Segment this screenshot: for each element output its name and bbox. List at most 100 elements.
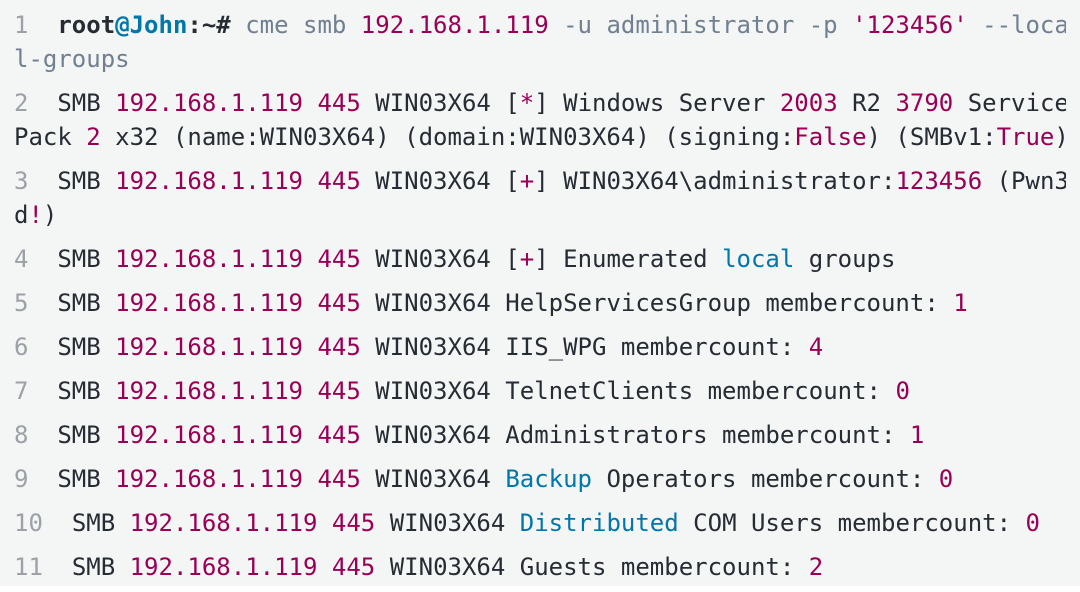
code-token: WIN03X64 [ <box>360 245 520 273</box>
code-token: 192.168.1.119 <box>115 289 303 317</box>
code-token: cme smb <box>245 11 361 39</box>
code-token: 192.168.1.119 <box>129 509 318 537</box>
code-token <box>303 333 317 361</box>
terminal-line-row: 5 SMB 192.168.1.119 445 WIN03X64 HelpSer… <box>14 286 1066 320</box>
code-token: x32 (name:WIN03X64) (domain:WIN03X64) (s… <box>100 123 795 151</box>
code-token: Distributed <box>519 509 679 537</box>
line-number: 3 <box>14 167 29 195</box>
terminal-line: 7 SMB 192.168.1.119 445 WIN03X64 TelnetC… <box>14 374 1066 408</box>
code-token: 192.168.1.119 <box>129 553 318 581</box>
code-token: + <box>519 245 535 273</box>
code-token: 123456 <box>895 167 983 195</box>
code-token: '123456' <box>852 11 968 39</box>
code-token: WIN03X64 <box>375 509 520 537</box>
code-token: root <box>57 11 116 39</box>
code-token: * <box>519 89 535 117</box>
code-token: 445 <box>317 333 361 361</box>
terminal-line-wrap: l-groups <box>14 42 1066 76</box>
code-token: SMB <box>57 289 116 317</box>
code-token: 192.168.1.119 <box>115 377 303 405</box>
line-number: 5 <box>14 289 29 317</box>
code-token: 1 <box>953 289 968 317</box>
code-token: SMB <box>71 509 130 537</box>
terminal-line: 3 SMB 192.168.1.119 445 WIN03X64 [+] WIN… <box>14 164 1066 232</box>
code-token: :~# <box>187 11 246 39</box>
code-token <box>317 509 331 537</box>
code-token: ) <box>1054 123 1066 151</box>
code-token: ] Enumerated <box>534 245 723 273</box>
code-token: SMB <box>57 421 116 449</box>
line-number: 9 <box>14 465 29 493</box>
terminal-line: 6 SMB 192.168.1.119 445 WIN03X64 IIS_WPG… <box>14 330 1066 364</box>
code-token: SMB <box>57 245 116 273</box>
code-token <box>303 89 317 117</box>
code-token: 445 <box>317 421 361 449</box>
code-token <box>303 465 317 493</box>
line-number: 7 <box>14 377 29 405</box>
code-token: 0 <box>1025 509 1040 537</box>
code-token: 192.168.1.119 <box>115 333 303 361</box>
code-token <box>317 553 331 581</box>
code-token: (Pwn3 <box>982 167 1066 195</box>
code-token: Service <box>953 89 1066 117</box>
code-token: 445 <box>317 465 361 493</box>
code-token: 445 <box>317 245 361 273</box>
code-token: 445 <box>317 377 361 405</box>
line-number: 10 <box>14 509 43 537</box>
code-token <box>303 245 317 273</box>
code-token: 445 <box>331 509 376 537</box>
line-number: 4 <box>14 245 29 273</box>
code-token: SMB <box>57 167 116 195</box>
code-token: local <box>722 245 795 273</box>
code-token: COM Users membercount: <box>678 509 1026 537</box>
code-token: d <box>14 201 29 229</box>
code-token: 445 <box>317 289 361 317</box>
line-number: 8 <box>14 421 29 449</box>
code-token: 1 <box>909 421 925 449</box>
terminal-line: 11 SMB 192.168.1.119 445 WIN03X64 Guests… <box>14 550 1066 584</box>
terminal-line-row: 3 SMB 192.168.1.119 445 WIN03X64 [+] WIN… <box>14 164 1066 198</box>
code-token: SMB <box>57 333 116 361</box>
code-token: ) (SMBv1: <box>866 123 997 151</box>
code-token: WIN03X64 Administrators membercount: <box>360 421 910 449</box>
terminal-line-row: 1 root@John:~# cme smb 192.168.1.119 -u … <box>14 8 1066 42</box>
code-token: 2003 <box>779 89 838 117</box>
line-number: 6 <box>14 333 29 361</box>
code-token: 2 <box>86 123 101 151</box>
code-token <box>303 289 317 317</box>
code-token <box>303 377 317 405</box>
code-token: --loca <box>967 11 1066 39</box>
code-token: ] WIN03X64\administrator: <box>534 167 896 195</box>
terminal-line: 9 SMB 192.168.1.119 445 WIN03X64 Backup … <box>14 462 1066 496</box>
code-token: R2 <box>837 89 896 117</box>
terminal-line-row: 7 SMB 192.168.1.119 445 WIN03X64 TelnetC… <box>14 374 1066 408</box>
code-token: 192.168.1.119 <box>115 421 303 449</box>
code-token: ] Windows Server <box>534 89 780 117</box>
terminal-line: 5 SMB 192.168.1.119 445 WIN03X64 HelpSer… <box>14 286 1066 320</box>
code-token: 445 <box>331 553 376 581</box>
terminal-line-wrap: d!) <box>14 198 1066 232</box>
code-token: 192.168.1.119 <box>115 89 303 117</box>
code-token: 192.168.1.119 <box>115 245 303 273</box>
line-number: 2 <box>14 89 29 117</box>
code-token: ) <box>42 201 58 229</box>
code-token: False <box>794 123 867 151</box>
terminal-line-row: 11 SMB 192.168.1.119 445 WIN03X64 Guests… <box>14 550 1066 584</box>
code-token: True <box>996 123 1055 151</box>
terminal-line-wrap: Pack 2 x32 (name:WIN03X64) (domain:WIN03… <box>14 120 1066 154</box>
code-token: WIN03X64 IIS_WPG membercount: <box>360 333 809 361</box>
code-token: @John <box>115 11 188 39</box>
code-token: WIN03X64 TelnetClients membercount: <box>360 377 896 405</box>
code-token: Pack <box>14 123 87 151</box>
line-number: 11 <box>14 553 43 581</box>
code-token <box>303 421 317 449</box>
code-token: 3790 <box>895 89 954 117</box>
terminal-line-row: 10 SMB 192.168.1.119 445 WIN03X64 Distri… <box>14 506 1066 540</box>
code-token: WIN03X64 Guests membercount: <box>375 553 809 581</box>
terminal-line: 2 SMB 192.168.1.119 445 WIN03X64 [*] Win… <box>14 86 1066 154</box>
terminal-line-row: 4 SMB 192.168.1.119 445 WIN03X64 [+] Enu… <box>14 242 1066 276</box>
code-token: WIN03X64 <box>360 465 506 493</box>
terminal-line-row: 9 SMB 192.168.1.119 445 WIN03X64 Backup … <box>14 462 1066 496</box>
terminal-line: 10 SMB 192.168.1.119 445 WIN03X64 Distri… <box>14 506 1066 540</box>
